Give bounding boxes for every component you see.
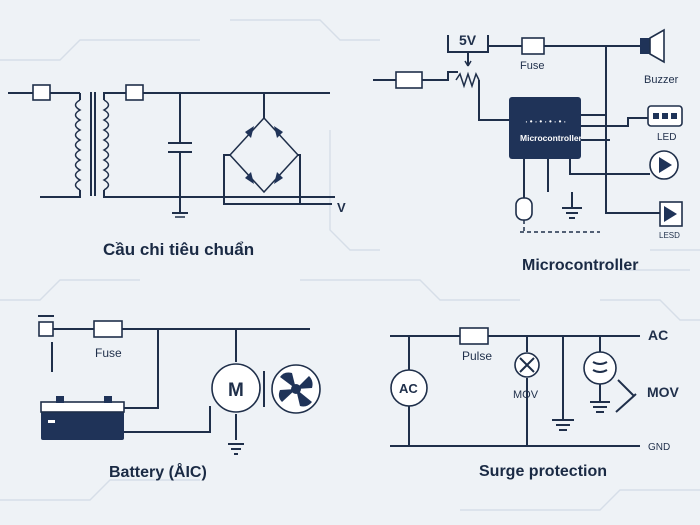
output-voltage-label: V (337, 200, 346, 215)
potentiometer (455, 71, 480, 89)
rectifier-circuit: V (8, 84, 346, 218)
title-battery: Battery (ÅIC) (109, 462, 207, 481)
mcu-fuse (521, 37, 545, 55)
battery-motor-circuit: Fuse M (38, 315, 321, 455)
microcontroller-circuit: 5V Fuse Buzzer ·•·•·•·•· Microcontroller… (373, 28, 683, 240)
title-surge-protection: Surge protection (479, 463, 607, 480)
gnd-label: GND (648, 442, 670, 453)
transformer-secondary-coil (102, 99, 110, 191)
mov-label-2: MOV (647, 384, 680, 400)
led-label: LED (657, 132, 676, 143)
chip-label: Microcontroller (520, 133, 583, 143)
surge-protection-circuit: Pulse AC AC GND MOV MOV (390, 327, 680, 453)
input-fuse (32, 84, 51, 101)
bridge-rectifier (228, 116, 300, 194)
battery-fuse (93, 320, 123, 338)
chip-pin-marks: ·•·•·•·•· (524, 118, 567, 127)
secondary-fuse (125, 84, 144, 101)
ac-source-icon (390, 369, 428, 407)
input-resistor (395, 71, 423, 89)
lesd-label: LESD (659, 231, 680, 240)
sensor-probe-icon (515, 197, 533, 221)
ac-source-label: AC (399, 381, 418, 396)
battery-fuse-label: Fuse (95, 346, 122, 360)
microcontroller-chip (509, 97, 581, 159)
mcu-fuse-label: Fuse (520, 60, 544, 72)
ac-line-label: AC (648, 327, 668, 343)
motor-icon (211, 363, 261, 413)
supply-voltage-label: 5V (459, 32, 477, 48)
mcu-ground-symbol (562, 192, 582, 219)
switch-terminal-icon (38, 321, 54, 337)
surge-ground-symbol (552, 336, 574, 431)
surge-fuse-label: Pulse (462, 349, 492, 363)
battery-icon (41, 410, 124, 440)
surge-fuse (459, 327, 489, 345)
mov-varistor-icon-2 (583, 351, 617, 385)
title-microcontroller: Microcontroller (522, 257, 638, 274)
transformer-primary-coil (74, 99, 82, 191)
motor-label: M (228, 380, 244, 401)
buzzer-label: Buzzer (644, 74, 679, 86)
background-traces (0, 19, 700, 511)
title-standard-fuse: Cầu chi tiêu chuẩn (103, 240, 254, 259)
mov-label-1: MOV (513, 389, 539, 401)
buzzer-icon (640, 38, 650, 54)
